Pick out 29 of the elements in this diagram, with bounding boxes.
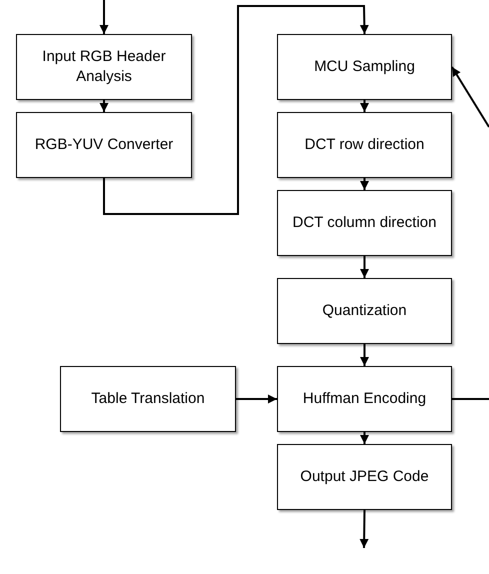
box-label: DCT row direction [304, 135, 424, 155]
arrow [451, 66, 489, 128]
process-box [16, 34, 192, 100]
process-box [16, 112, 192, 178]
arrow [100, 0, 108, 34]
process-box [277, 366, 452, 432]
process-box [277, 278, 452, 344]
arrow [360, 432, 369, 444]
arrow [360, 100, 369, 112]
arrow [360, 510, 369, 548]
box-label: DCT column direction [292, 213, 436, 233]
box-label: Output JPEG Code [300, 467, 429, 487]
process-box [60, 366, 236, 432]
box-label: RGB-YUV Converter [34, 135, 174, 155]
arrow [100, 100, 108, 112]
arrow [236, 394, 277, 404]
box-label: MCU Sampling [314, 57, 415, 77]
process-box [277, 444, 452, 510]
arrow [360, 344, 369, 366]
process-box [277, 190, 452, 256]
arrow [360, 256, 369, 278]
arrow [360, 178, 369, 190]
box-label: Input RGB Header Analysis [41, 47, 167, 87]
box-label: Quantization [322, 301, 407, 321]
process-box [277, 112, 452, 178]
process-box [277, 34, 452, 100]
box-label: Table Translation [91, 389, 205, 409]
box-label: Huffman Encoding [302, 389, 426, 409]
arrow [103, 5, 369, 215]
